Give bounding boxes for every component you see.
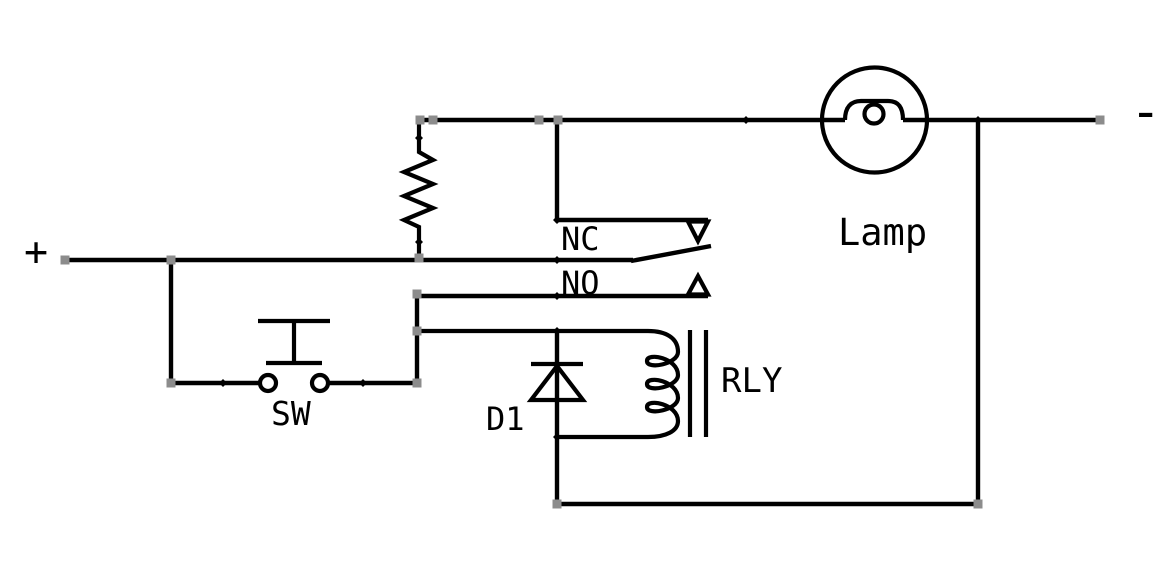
junction-dot [415, 238, 423, 246]
no-contact-triangle [684, 271, 712, 297]
grip-handle[interactable] [552, 499, 562, 509]
relay-coil [417, 328, 709, 440]
junction-dot [553, 292, 561, 300]
junction-dot [742, 116, 750, 124]
junction-dot [553, 433, 561, 441]
grip-handle[interactable] [415, 115, 425, 125]
junction-dot [553, 327, 561, 335]
junction-dot [219, 379, 227, 387]
grip-handle[interactable] [412, 378, 422, 388]
diode-label: D1 [486, 400, 525, 438]
diode-symbol [526, 361, 588, 403]
lamp-label: Lamp [838, 211, 927, 254]
pushbutton-terminal-right [309, 372, 331, 394]
pushbutton-terminal-left [257, 372, 279, 394]
junction-dot [553, 256, 561, 264]
grip-handle[interactable] [553, 115, 563, 125]
grip-handle[interactable] [166, 378, 176, 388]
lamp-filament-arch [842, 98, 906, 121]
nc-label: NC [561, 220, 600, 258]
lamp-envelope-circle [819, 65, 930, 175]
junction-dot [553, 216, 561, 224]
junction-dot [974, 116, 982, 124]
diode-anode-triangle [526, 362, 588, 403]
grip-handle[interactable] [1095, 115, 1105, 125]
grip-handle[interactable] [428, 115, 438, 125]
grip-handle[interactable] [60, 255, 70, 265]
no-label: NO [561, 264, 600, 302]
resistor-symbol [398, 122, 439, 258]
switch-label: SW [271, 394, 311, 433]
grip-handle[interactable] [973, 499, 983, 509]
pushbutton-switch [257, 318, 331, 394]
grip-handle[interactable] [534, 115, 544, 125]
labels: + - NC NO Lamp RLY D1 SW [24, 82, 1161, 438]
junction-dot [359, 379, 367, 387]
cad-grips [60, 115, 1105, 509]
negative-terminal-label: - [1130, 82, 1161, 142]
junction-dots [219, 116, 982, 441]
junction-dot [415, 134, 423, 142]
nc-contact-triangle [684, 219, 712, 246]
grip-handle[interactable] [412, 326, 422, 336]
relay-coil-winding [417, 328, 681, 440]
relay-contacts [684, 219, 712, 297]
lamp-symbol [819, 65, 930, 175]
lamp-filament-loop [862, 102, 886, 126]
positive-terminal-label: + [24, 229, 48, 275]
relay-label: RLY [721, 361, 782, 401]
wires [65, 117, 1100, 507]
grip-handle[interactable] [414, 253, 424, 263]
grip-handle[interactable] [412, 289, 422, 299]
grip-handle[interactable] [166, 255, 176, 265]
wire-common-arm [630, 243, 712, 264]
